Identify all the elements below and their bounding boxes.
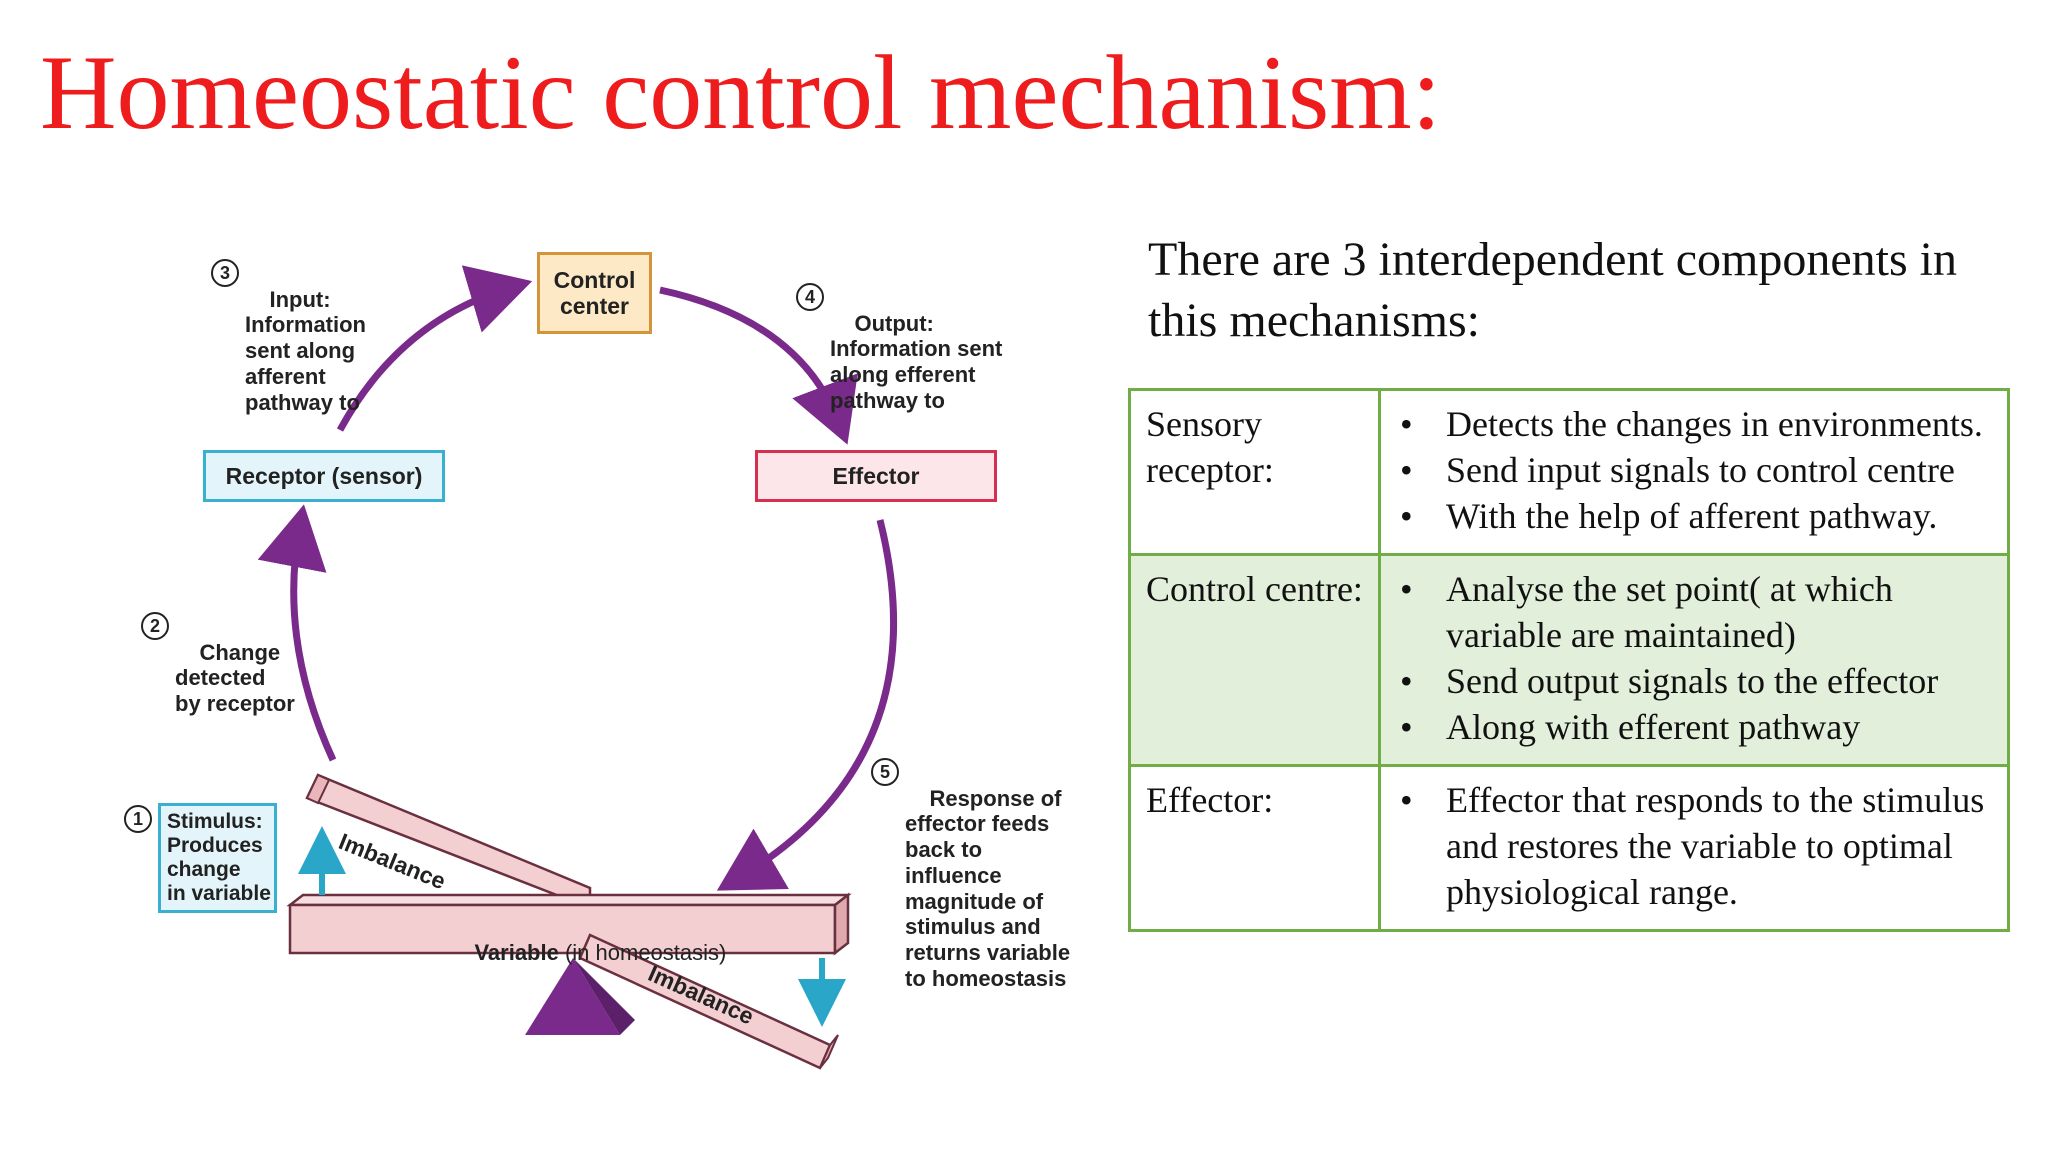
arrow-effector-to-variable [716,519,898,891]
effector-box: Effector [755,450,997,502]
step-4-text: Output: Information sent along efferent … [830,310,1003,413]
diagram-graphics [257,265,898,1070]
list-item: Analyse the set point( at which variable… [1396,566,1993,658]
imbalance-beam-bottom [578,933,839,1070]
list-item: Send input signals to control centre [1396,447,1993,493]
step-5-text: Response of effector feeds back to influ… [905,785,1071,991]
component-points: Effector that responds to the stimulus a… [1378,764,2010,932]
step-3-circle: 3 [211,259,239,287]
step-4-circle: 4 [796,283,824,311]
component-name: Effector: [1128,764,1381,932]
step-5-circle: 5 [871,758,899,786]
table-row: Effector: Effector that responds to the … [1128,764,2010,932]
variable-label: Variable (in homeostasis) [450,914,726,991]
stimulus-box: Stimulus: Produces change in variable [158,803,277,913]
list-item: Detects the changes in environments. [1396,401,1993,447]
intro-text: There are 3 interdependent components in… [1148,233,1958,347]
list-item: Send output signals to the effector [1396,658,1993,704]
variable-label-rest: (in homeostasis) [558,939,727,965]
receptor-box: Receptor (sensor) [203,450,445,502]
component-points: Analyse the set point( at which variable… [1378,553,2010,767]
arrow-receptor-to-control [336,265,533,432]
step-1-number: 1 [124,805,152,882]
component-name: Sensory receptor: [1128,388,1381,556]
list-item: With the help of afferent pathway. [1396,493,1993,539]
components-table: Sensory receptor: Detects the changes in… [1128,388,2010,932]
variable-beam [286,892,852,956]
component-points: Detects the changes in environments. Sen… [1378,388,2010,556]
table-row: Control centre: Analyse the set point( a… [1128,553,2010,767]
component-name: Control centre: [1128,553,1381,767]
fulcrum [525,958,635,1035]
homeostasis-diagram: Control center Receptor (sensor) Effecto… [124,252,1071,1070]
step-2-text: Change detected by receptor [175,639,295,717]
slide-title: Homeostatic control mechanism: [40,34,1442,151]
step-3-text: Input: Information sent along afferent p… [245,286,366,415]
control-center-box: Control center [537,252,652,334]
table-row: Sensory receptor: Detects the changes in… [1128,388,2010,556]
step-1-circle: 1 [124,805,152,833]
variable-label-bold: Variable [474,939,559,965]
list-item: Along with efferent pathway [1396,704,1993,750]
arrow-control-to-effector [659,286,858,445]
arrow-stimulus-to-receptor [257,504,337,762]
step-2-circle: 2 [141,612,169,640]
list-item: Effector that responds to the stimulus a… [1396,777,1993,915]
